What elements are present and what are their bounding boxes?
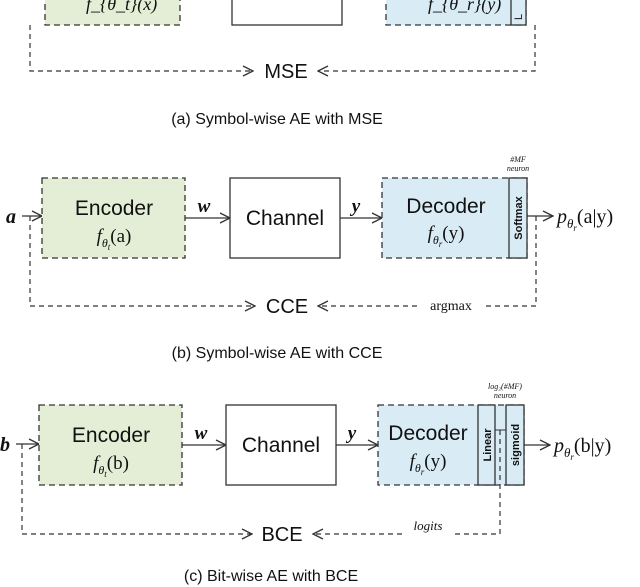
output-prob-b: pθr(a|y) bbox=[555, 206, 613, 233]
input-symbol-c: b bbox=[0, 434, 10, 456]
neuron-note-b-1: #MF bbox=[510, 155, 526, 164]
loss-label-a: MSE bbox=[264, 61, 307, 83]
neuron-note-c-1: log₂(#MF) bbox=[488, 382, 522, 391]
softmax-label-b: Softmax bbox=[513, 195, 525, 239]
decoder-box-b bbox=[381, 177, 528, 259]
softmax-strip-b bbox=[508, 177, 528, 259]
channel-box-a bbox=[231, 0, 343, 26]
rx-signal-c: y bbox=[346, 423, 357, 444]
panel-c: b Encoder fθt(b) w Channel y Decoder fθr… bbox=[0, 382, 611, 585]
caption-b: (b) Symbol-wise AE with CCE bbox=[172, 345, 383, 362]
input-symbol-b: a bbox=[6, 206, 16, 228]
neuron-note-c-2: neuron bbox=[494, 391, 516, 400]
neuron-note-b-2: neuron bbox=[507, 164, 529, 173]
decoder-fn-c: fθr(y) bbox=[410, 451, 447, 477]
feedback-path-left-a bbox=[29, 25, 253, 71]
encoder-title-b: Encoder bbox=[75, 197, 153, 220]
encoder-fn-b: fθt(a) bbox=[97, 226, 132, 252]
output-strip-label-a: L bbox=[513, 14, 525, 20]
encoder-fn-a: f_{θ_t}(x) bbox=[86, 0, 157, 15]
caption-a: (a) Symbol-wise AE with MSE bbox=[171, 111, 383, 128]
feedback-path-right-a bbox=[318, 25, 536, 71]
channel-box-b bbox=[229, 177, 341, 259]
decoder-fn-a: f_{θ_r}(y) bbox=[428, 0, 501, 15]
loss-label-c: BCE bbox=[261, 524, 302, 546]
feedback-path-right-c bbox=[313, 430, 501, 534]
encoder-box-b bbox=[41, 177, 186, 259]
decoder-box-c bbox=[377, 404, 525, 486]
logits-label-c: logits bbox=[414, 518, 443, 533]
panel-a: f_{θ_t}(x) f_{θ_r}(y) L MSE (a) Symbol-w… bbox=[29, 0, 536, 128]
linear-strip-c bbox=[477, 404, 496, 486]
loss-label-b: CCE bbox=[266, 296, 308, 318]
tx-signal-b: w bbox=[198, 196, 211, 217]
encoder-box-a bbox=[44, 0, 181, 26]
channel-label-b: Channel bbox=[246, 207, 324, 230]
decoder-fn-b: fθr(y) bbox=[428, 223, 465, 249]
sigmoid-label-c: sigmoid bbox=[510, 424, 522, 466]
tx-signal-c: w bbox=[195, 423, 208, 444]
encoder-fn-c: fθt(b) bbox=[93, 453, 129, 479]
output-prob-c: pθr(b|y) bbox=[552, 435, 611, 462]
panel-b: a Encoder fθt(a) w Channel y Decoder fθr… bbox=[6, 155, 613, 362]
channel-box-c bbox=[225, 404, 337, 486]
output-strip-a bbox=[510, 0, 527, 26]
rx-signal-b: y bbox=[350, 196, 361, 217]
feedback-path-right-b bbox=[318, 216, 537, 306]
encoder-box-c bbox=[38, 404, 183, 486]
decoder-title-c: Decoder bbox=[388, 422, 467, 445]
encoder-title-c: Encoder bbox=[72, 424, 150, 447]
channel-label-c: Channel bbox=[242, 434, 320, 457]
caption-c: (c) Bit-wise AE with BCE bbox=[184, 568, 358, 585]
decoder-title-b: Decoder bbox=[406, 195, 485, 218]
linear-label-c: Linear bbox=[482, 428, 494, 462]
decoder-box-a bbox=[385, 0, 527, 26]
argmax-label-b: argmax bbox=[430, 299, 472, 314]
